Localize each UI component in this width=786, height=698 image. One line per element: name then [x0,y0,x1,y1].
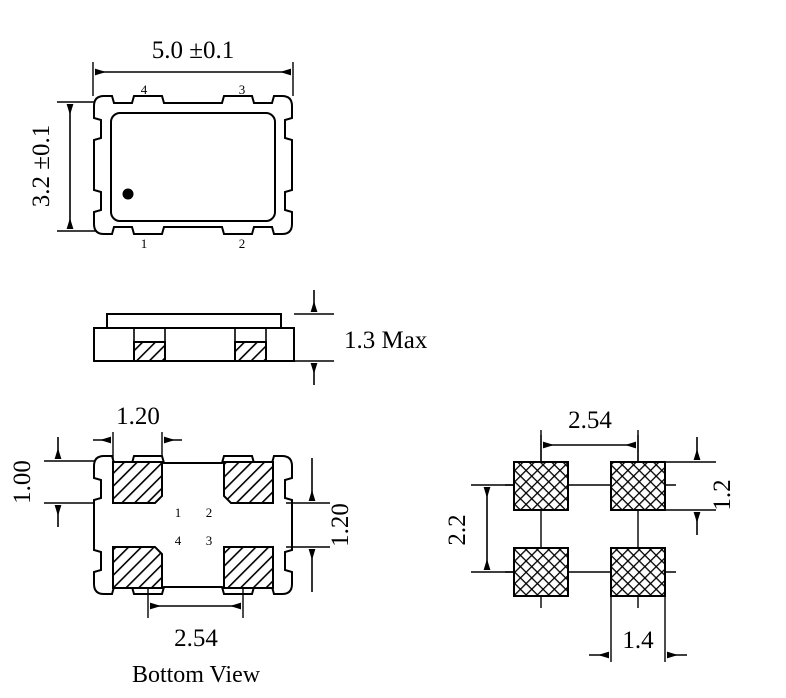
land-pattern-pad-width-label: 1.4 [622,627,654,654]
top-view: 5.0 ±0.1 3.2 ±0.1 4 3 1 2 [28,37,294,251]
bottom-view-pad-width-dimension: 1.20 [93,403,182,462]
top-view-height-dimension: 3.2 ±0.1 [28,101,99,232]
land-pattern-pitch-x-dimension: 2.54 [540,407,639,466]
land-pattern-view: 2.54 2.2 1.2 [444,407,736,662]
land-pattern-pad-height-dimension: 1.2 [665,437,736,535]
bottom-view-pad-height-label: 1.00 [9,460,36,504]
side-view-height-dimension: 1.3 Max [294,290,428,385]
pin1-marker-dot [122,188,134,200]
top-view-width-dimension: 5.0 ±0.1 [92,37,294,96]
side-view-pad-left [133,341,166,362]
land-pattern-pad-bottom-left [513,547,569,597]
top-view-pin-label-3: 3 [239,82,246,97]
bottom-view-pad-height-dimension: 1.00 [9,437,98,527]
top-view-pin-label-1: 1 [141,236,148,251]
side-view-pad-right [234,341,267,362]
top-view-package-outline [93,95,293,235]
bottom-view-pitch-x-label: 2.54 [174,625,218,652]
land-pattern-pad-top-right [610,461,666,511]
land-pattern-pitch-y-dimension: 2.2 [444,484,514,573]
bottom-view-pin-label-2: 2 [206,505,213,520]
land-pattern-pitch-x-label: 2.54 [568,407,612,434]
bottom-view-pin-label-3: 3 [206,533,213,548]
bottom-view-pad-2 [223,461,274,504]
side-view-height-label: 1.3 Max [344,327,428,354]
bottom-view-caption: Bottom View [132,662,261,688]
bottom-view-pitch-y-label: 1.20 [327,503,354,547]
bottom-view-pin-label-4: 4 [175,533,182,548]
bottom-view-pad-4 [112,546,163,589]
bottom-view: 1.20 1.00 1 2 4 3 1.20 [9,403,354,688]
side-view-lid [106,313,282,329]
top-view-lid-outline [110,112,276,222]
land-pattern-pad-bottom-right [610,547,666,597]
bottom-view-pad-3 [223,546,274,589]
side-view: 1.3 Max [93,290,428,385]
bottom-view-pad-width-label: 1.20 [116,403,160,430]
top-view-pin-label-2: 2 [239,236,246,251]
top-view-height-label: 3.2 ±0.1 [28,125,55,207]
bottom-view-pad-1 [112,461,163,504]
top-view-pin-label-4: 4 [141,82,148,97]
bottom-view-pitch-y-dimension: 1.20 [286,458,354,592]
top-view-width-label: 5.0 ±0.1 [152,37,234,64]
bottom-view-pin-label-1: 1 [175,505,182,520]
land-pattern-pad-top-left [513,461,569,511]
land-pattern-pad-height-label: 1.2 [709,479,736,510]
land-pattern-pitch-y-label: 2.2 [444,514,471,545]
bottom-view-pitch-x-dimension: 2.54 [147,588,244,652]
land-pattern-pad-width-dimension: 1.4 [589,596,687,662]
